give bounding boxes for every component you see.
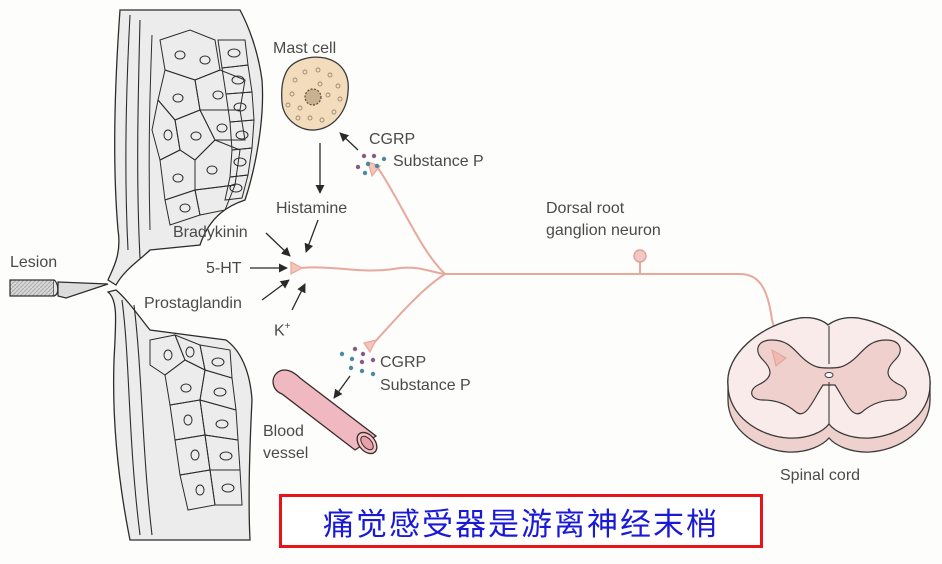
label-blood-vessel-2: vessel <box>263 445 309 462</box>
caption-text: 痛觉感受器是游离神经末梢 <box>323 506 719 543</box>
label-potassium-charge: + <box>284 321 291 332</box>
label-substance-p-top: Substance P <box>393 153 484 170</box>
arrow-histamine <box>304 219 319 253</box>
spinal-cord <box>727 316 931 453</box>
label-5ht: 5-HT <box>206 260 242 277</box>
label-mast-cell: Mast cell <box>273 40 337 57</box>
caption-box: 痛觉感受器是游离神经末梢 <box>279 494 763 548</box>
neuropeptide-dots-top <box>355 153 387 176</box>
arrow-prostaglandin <box>261 279 290 301</box>
dorsal-root-ganglion-soma <box>633 249 647 263</box>
label-potassium-symbol: K <box>274 322 285 340</box>
label-drg-2: ganglion neuron <box>546 222 661 239</box>
label-substance-p-bottom: Substance P <box>380 377 471 394</box>
label-potassium: K+ <box>274 318 291 340</box>
nociceptor-neuron <box>299 167 783 356</box>
label-histamine: Histamine <box>276 200 348 217</box>
arrow-potassium <box>291 283 306 311</box>
arrow-bradykinin <box>265 232 291 257</box>
label-lesion: Lesion <box>10 254 58 271</box>
label-cgrp-top: CGRP <box>369 131 416 148</box>
skin-tissue-upper <box>107 9 264 286</box>
label-spinal-cord: Spinal cord <box>780 467 861 484</box>
free-nerve-ending <box>290 260 304 276</box>
label-blood-vessel-1: Blood <box>263 423 304 440</box>
label-drg-1: Dorsal root <box>546 200 625 217</box>
skin-tissue-lower <box>106 289 253 541</box>
mast-cell <box>280 56 349 131</box>
arrow-cgrp-to-mast-cell <box>339 132 359 151</box>
arrow-to-blood-vessel <box>333 375 351 399</box>
scalpel-icon <box>9 279 109 299</box>
neuropeptide-dots-bottom <box>339 346 376 377</box>
blood-vessel <box>272 369 378 455</box>
label-prostaglandin: Prostaglandin <box>144 295 242 312</box>
label-bradykinin: Bradykinin <box>173 224 248 241</box>
nerve-terminal-bottom <box>363 339 378 354</box>
label-cgrp-bottom: CGRP <box>380 354 427 371</box>
